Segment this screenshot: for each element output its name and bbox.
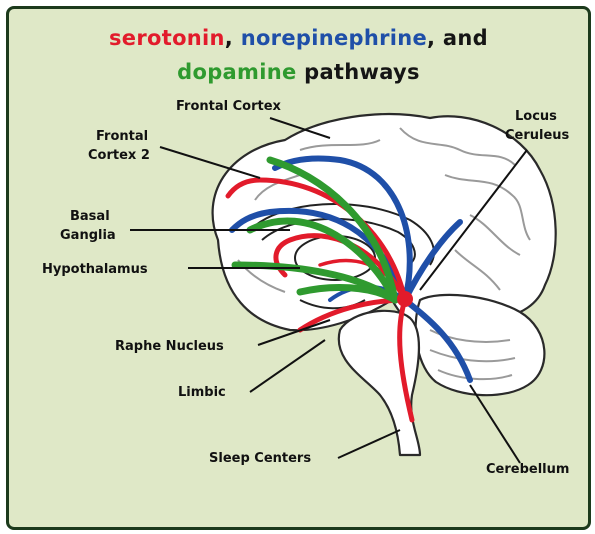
source-nucleus-dot: [397, 291, 413, 307]
label-cerebellum: Cerebellum: [486, 462, 569, 477]
label-raphe-nucleus: Raphe Nucleus: [115, 339, 224, 354]
label-sleep-centers: Sleep Centers: [209, 451, 311, 466]
label-limbic: Limbic: [178, 385, 226, 400]
label-frontal-cortex: Frontal Cortex: [176, 99, 282, 114]
label-locus-ceruleus-line2: Ceruleus: [505, 128, 570, 143]
label-frontal-cortex-2-line1: Frontal: [96, 129, 148, 144]
label-frontal-cortex-2-line2: Cortex 2: [88, 148, 150, 163]
label-hypothalamus: Hypothalamus: [42, 262, 148, 277]
label-locus-ceruleus-line1: Locus: [515, 109, 557, 124]
label-basal-ganglia-line2: Ganglia: [60, 228, 116, 243]
label-basal-ganglia-line1: Basal: [70, 209, 110, 224]
